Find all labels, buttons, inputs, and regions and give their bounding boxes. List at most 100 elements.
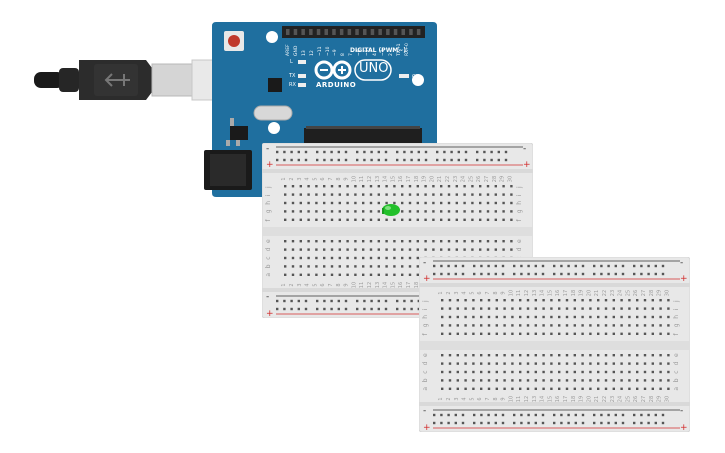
- rail-minus: -: [423, 406, 426, 416]
- row-letter: a: [422, 387, 429, 391]
- column-number: 7: [328, 177, 334, 180]
- pin-label: RX←0: [404, 43, 410, 56]
- row-letter: b: [422, 378, 429, 382]
- column-number: 18: [414, 176, 420, 182]
- column-number: 26: [633, 290, 639, 296]
- column-number: 3: [454, 291, 460, 294]
- column-number: 18: [571, 290, 577, 296]
- pin-label: 8: [341, 53, 347, 56]
- pin-label: ~5: [365, 49, 370, 56]
- column-number: 29: [657, 290, 663, 296]
- column-number: 22: [602, 290, 608, 296]
- column-number: 20: [429, 176, 435, 182]
- row-letter: g: [265, 209, 272, 213]
- column-number: 3: [297, 283, 303, 286]
- row-letter: e: [265, 239, 272, 243]
- row-letter: f: [422, 333, 429, 336]
- column-number: 22: [445, 176, 451, 182]
- column-number: 28: [649, 396, 655, 402]
- column-number: 19: [579, 396, 585, 402]
- column-number: 17: [563, 290, 569, 296]
- tx-label: TX: [289, 73, 296, 79]
- row-letter: i: [516, 194, 523, 196]
- column-number: 7: [485, 397, 491, 400]
- rail-minus: -: [423, 258, 426, 268]
- column-number: 8: [336, 283, 342, 286]
- column-number: 30: [664, 396, 670, 402]
- column-number: 24: [461, 176, 467, 182]
- column-number: 11: [516, 396, 522, 402]
- column-number: 15: [547, 290, 553, 296]
- rx-label: RX: [289, 82, 296, 88]
- column-number: 21: [437, 176, 443, 182]
- row-letter: h: [673, 315, 680, 319]
- rail-minus: -: [523, 144, 526, 154]
- row-letter: i: [265, 194, 272, 196]
- pin-label: ~6: [357, 49, 363, 56]
- row-letter: b: [265, 264, 272, 268]
- column-number: 14: [540, 396, 546, 402]
- column-number: 6: [477, 291, 483, 294]
- column-number: 25: [625, 396, 631, 402]
- column-number: 13: [532, 290, 538, 296]
- rail-minus: -: [680, 406, 683, 416]
- rail-plus: +: [423, 423, 431, 432]
- uno-label: UNO: [359, 61, 389, 76]
- row-letter: b: [673, 378, 680, 382]
- column-number: 21: [594, 396, 600, 402]
- pin-label: GND: [293, 45, 299, 56]
- column-number: 27: [641, 396, 647, 402]
- row-letter: d: [265, 247, 272, 251]
- column-number: 15: [390, 176, 396, 182]
- row-letter: d: [673, 361, 680, 365]
- column-number: 15: [390, 282, 396, 288]
- reset-button[interactable]: [224, 31, 244, 51]
- row-letter: e: [422, 353, 429, 357]
- column-number: 6: [320, 283, 326, 286]
- led-icon: [382, 204, 400, 216]
- column-number: 2: [446, 291, 452, 294]
- column-number: 15: [547, 396, 553, 402]
- column-number: 3: [297, 177, 303, 180]
- column-number: 5: [312, 283, 318, 286]
- row-letter: c: [265, 256, 272, 259]
- column-number: 2: [289, 283, 295, 286]
- column-number: 9: [344, 283, 350, 286]
- column-number: 4: [462, 291, 468, 294]
- column-number: 13: [375, 282, 381, 288]
- rail-minus: -: [680, 258, 683, 268]
- pin-label: 4: [372, 53, 378, 56]
- column-number: 27: [641, 290, 647, 296]
- row-letter: j: [673, 300, 680, 303]
- column-number: 17: [563, 396, 569, 402]
- column-number: 1: [281, 283, 287, 286]
- led-l-label: L: [290, 59, 293, 65]
- rail-plus: +: [266, 309, 274, 318]
- power-jack[interactable]: [204, 150, 254, 192]
- column-number: 14: [540, 290, 546, 296]
- row-letter: e: [673, 353, 680, 357]
- column-number: 30: [507, 176, 513, 182]
- column-number: 8: [336, 177, 342, 180]
- column-number: 1: [438, 397, 444, 400]
- column-number: 7: [485, 291, 491, 294]
- row-letter: h: [265, 201, 272, 205]
- row-letter: c: [673, 370, 680, 373]
- row-letter: d: [422, 361, 429, 365]
- column-number: 23: [610, 290, 616, 296]
- column-number: 8: [493, 291, 499, 294]
- pin-label: ~11: [317, 46, 323, 57]
- column-number: 18: [414, 282, 420, 288]
- green-led[interactable]: [380, 202, 402, 218]
- column-number: 29: [657, 396, 663, 402]
- column-number: 5: [469, 291, 475, 294]
- column-number: 4: [305, 177, 311, 180]
- pin-label: ~10: [325, 46, 331, 57]
- column-number: 12: [524, 396, 530, 402]
- column-number: 10: [508, 396, 514, 402]
- digital-label: DIGITAL (PWM~): [350, 47, 407, 54]
- column-number: 17: [406, 176, 412, 182]
- column-number: 10: [508, 290, 514, 296]
